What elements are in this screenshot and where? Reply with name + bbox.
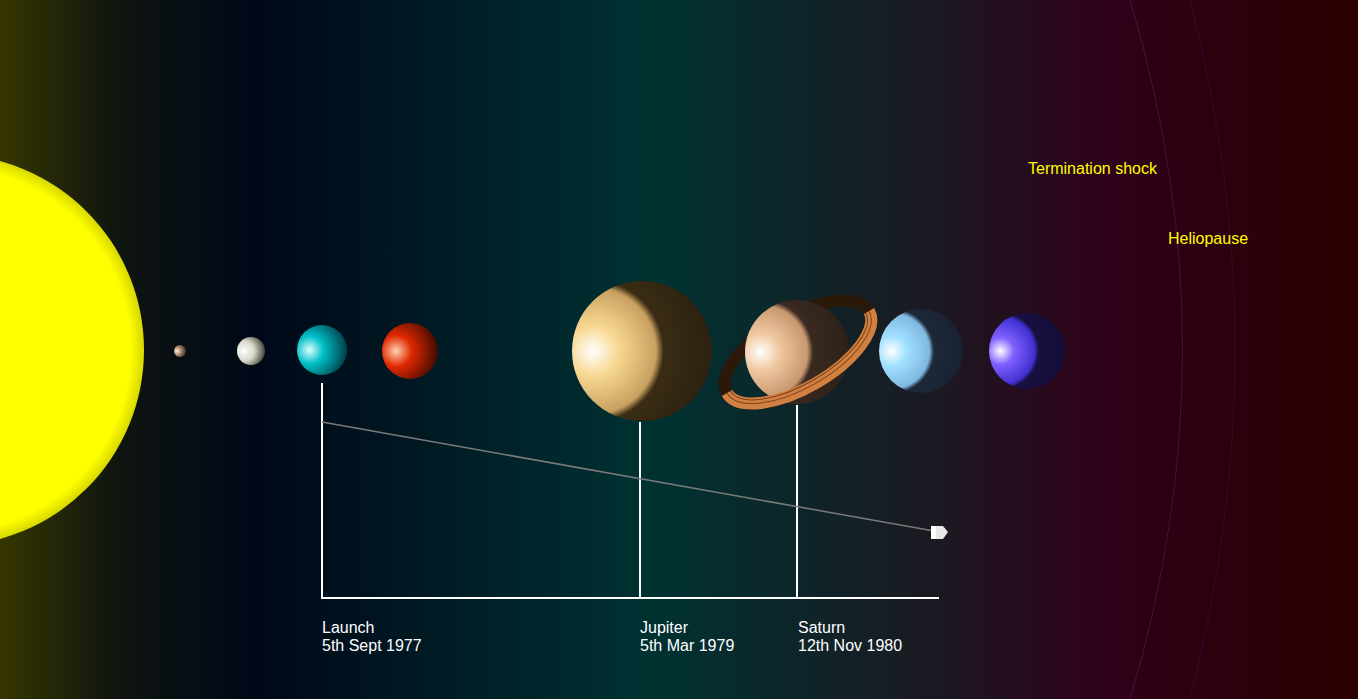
event-label: Jupiter bbox=[640, 619, 688, 637]
date-label: 12th Nov 1980 bbox=[798, 637, 902, 655]
date-label: 5th Mar 1979 bbox=[640, 637, 734, 655]
date-label: 5th Sept 1977 bbox=[322, 637, 422, 655]
event-label: Saturn bbox=[798, 619, 845, 637]
event-label: Launch bbox=[322, 619, 375, 637]
region-label: Heliopause bbox=[1168, 230, 1248, 248]
region-label: Termination shock bbox=[1028, 160, 1157, 178]
